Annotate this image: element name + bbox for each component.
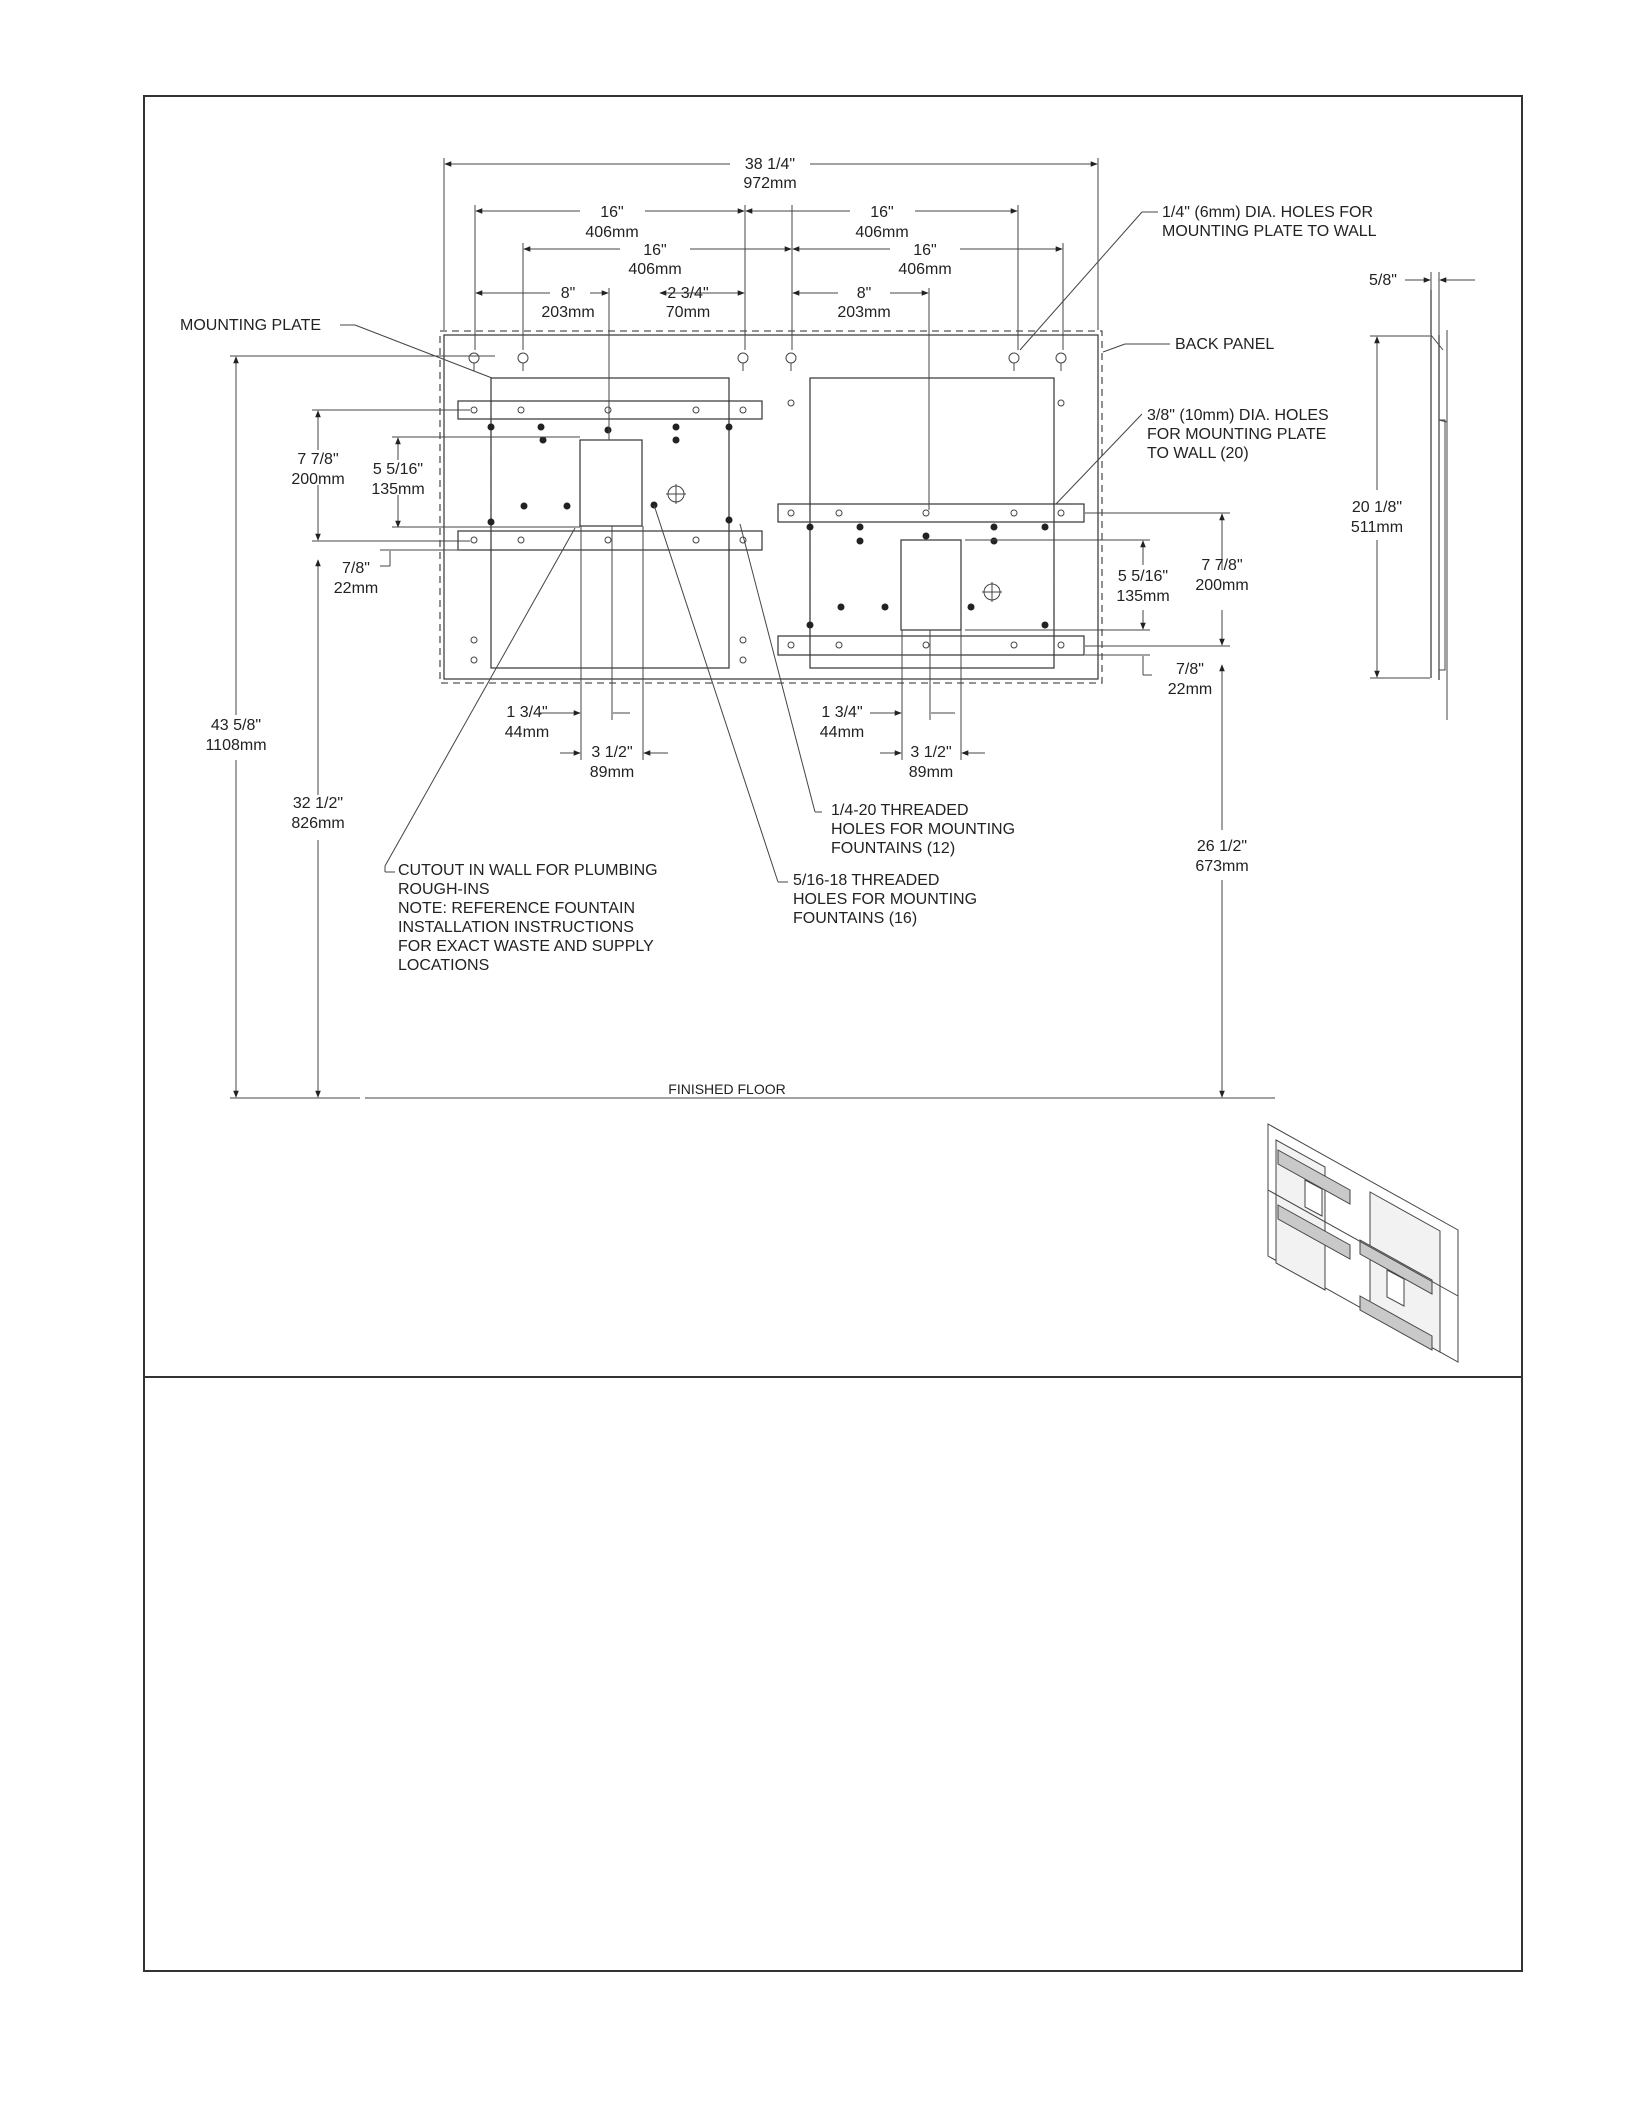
cutout-note-callout: CUTOUT IN WALL FOR PLUMBING ROUGH-INS NO… [398,862,658,974]
svg-text:26 1/2": 26 1/2" [1197,838,1247,855]
left-mounting-plate [457,377,763,669]
center-left-metric: 203mm [541,304,594,321]
svg-text:44mm: 44mm [505,724,549,741]
back-panel-callout: BACK PANEL [1175,336,1274,353]
svg-text:7/8": 7/8" [1176,661,1204,678]
svg-text:HOLES FOR MOUNTING: HOLES FOR MOUNTING [793,891,977,908]
bottom-horizontal-labels: 1 3/4" 44mm 3 1/2" 89mm 1 3/4" 44mm 3 1/… [505,704,953,781]
top-dimension-lines [443,158,1099,510]
mounting-plate-callout: MOUNTING PLATE [180,317,321,334]
svg-text:135mm: 135mm [371,481,424,498]
spacing-label: 16" [870,204,893,221]
svg-text:200mm: 200mm [291,471,344,488]
right-vertical-labels: 5 5/16" 135mm 7 7/8" 200mm 7/8" 22mm 26 … [1116,557,1248,875]
svg-text:7 7/8": 7 7/8" [297,451,338,468]
svg-text:INSTALLATION INSTRUCTIONS: INSTALLATION INSTRUCTIONS [398,919,634,936]
mounting-plate-diagram: 38 1/4" 972mm 16" 406mm 16" 406mm 16" 40… [180,156,1475,1363]
svg-text:MOUNTING PLATE TO WALL: MOUNTING PLATE TO WALL [1162,223,1377,240]
keyhole-holes [468,352,1067,371]
svg-text:89mm: 89mm [590,764,634,781]
svg-text:7/8": 7/8" [342,560,370,577]
isometric-thumbnail [1267,1123,1459,1363]
svg-text:1/4" (6mm) DIA. HOLES FOR: 1/4" (6mm) DIA. HOLES FOR [1162,204,1373,221]
finished-floor-label: FINISHED FLOOR [668,1081,785,1097]
right-mounting-plate [777,377,1085,669]
bottom-horizontal-dimensions [540,526,985,760]
svg-text:FOR MOUNTING PLATE: FOR MOUNTING PLATE [1147,426,1326,443]
spacing-label: 16" [913,242,936,259]
svg-text:5/16-18 THREADED: 5/16-18 THREADED [793,872,939,889]
center-right-label: 8" [857,285,872,302]
svg-text:5 5/16": 5 5/16" [1118,568,1168,585]
left-vertical-labels: 43 5/8" 1108mm 32 1/2" 826mm 7 7/8" 200m… [205,451,424,832]
svg-text:1108mm: 1108mm [205,737,266,754]
side-view [1370,272,1475,720]
svg-text:22mm: 22mm [1168,681,1212,698]
top-dimension-labels: 38 1/4" 972mm 16" 406mm 16" 406mm 16" 40… [541,156,951,321]
svg-text:89mm: 89mm [909,764,953,781]
svg-text:CUTOUT IN WALL FOR PLUMBING: CUTOUT IN WALL FOR PLUMBING [398,862,658,879]
svg-text:32 1/2": 32 1/2" [293,795,343,812]
svg-text:826mm: 826mm [291,815,344,832]
svg-text:44mm: 44mm [820,724,864,741]
svg-text:NOTE: REFERENCE FOUNTAIN: NOTE: REFERENCE FOUNTAIN [398,900,635,917]
svg-text:5/8": 5/8" [1369,272,1397,289]
svg-text:200mm: 200mm [1195,577,1248,594]
svg-text:1/4-20 THREADED: 1/4-20 THREADED [831,802,969,819]
svg-text:1 3/4": 1 3/4" [821,704,862,721]
spacing-label: 16" [600,204,623,221]
center-right-metric: 203mm [837,304,890,321]
svg-text:HOLES FOR MOUNTING: HOLES FOR MOUNTING [831,821,1015,838]
svg-text:43 5/8": 43 5/8" [211,717,261,734]
spacing-label: 16" [643,242,666,259]
svg-text:135mm: 135mm [1116,588,1169,605]
threaded-1420-callout: 1/4-20 THREADED HOLES FOR MOUNTING FOUNT… [831,802,1015,857]
callout-leaders [340,211,1170,883]
overall-width-metric: 972mm [743,175,796,192]
drawing-frame-top [143,95,1523,1378]
svg-text:3 1/2": 3 1/2" [910,744,951,761]
right-vertical-dimensions [965,512,1230,1098]
spacing-metric: 406mm [855,224,908,241]
center-left-label: 8" [561,285,576,302]
svg-text:FOUNTAINS (16): FOUNTAINS (16) [793,910,917,927]
quarter-holes-callout: 1/4" (6mm) DIA. HOLES FOR MOUNTING PLATE… [1162,204,1377,240]
three-eighths-holes-callout: 3/8" (10mm) DIA. HOLES FOR MOUNTING PLAT… [1147,407,1329,462]
spacing-metric: 406mm [898,261,951,278]
svg-text:673mm: 673mm [1195,858,1248,875]
svg-text:20 1/8": 20 1/8" [1352,499,1402,516]
left-vertical-dimensions [230,355,1275,1099]
svg-text:3/8" (10mm) DIA. HOLES: 3/8" (10mm) DIA. HOLES [1147,407,1329,424]
svg-text:511mm: 511mm [1351,519,1403,536]
svg-text:3 1/2": 3 1/2" [591,744,632,761]
overall-width-label: 38 1/4" [745,156,795,173]
svg-text:FOR EXACT WASTE AND SUPPLY: FOR EXACT WASTE AND SUPPLY [398,938,654,955]
notes-frame-bottom [143,1376,1523,1972]
spacing-metric: 406mm [628,261,681,278]
spacing-metric: 406mm [585,224,638,241]
svg-text:1 3/4": 1 3/4" [506,704,547,721]
svg-text:TO WALL (20): TO WALL (20) [1147,445,1249,462]
threaded-51618-callout: 5/16-18 THREADED HOLES FOR MOUNTING FOUN… [793,872,977,927]
back-panel-outline [439,330,1103,684]
svg-text:ROUGH-INS: ROUGH-INS [398,881,490,898]
center-gap-metric: 70mm [666,304,710,321]
svg-text:LOCATIONS: LOCATIONS [398,957,489,974]
svg-text:7 7/8": 7 7/8" [1201,557,1242,574]
side-view-labels: 5/8" 20 1/8" 511mm [1351,272,1403,536]
svg-text:FOUNTAINS (12): FOUNTAINS (12) [831,840,955,857]
threaded-holes [487,423,1049,629]
svg-text:22mm: 22mm [334,580,378,597]
svg-text:5 5/16": 5 5/16" [373,461,423,478]
center-gap-label: 2 3/4" [667,285,708,302]
wall-holes [470,399,1065,664]
